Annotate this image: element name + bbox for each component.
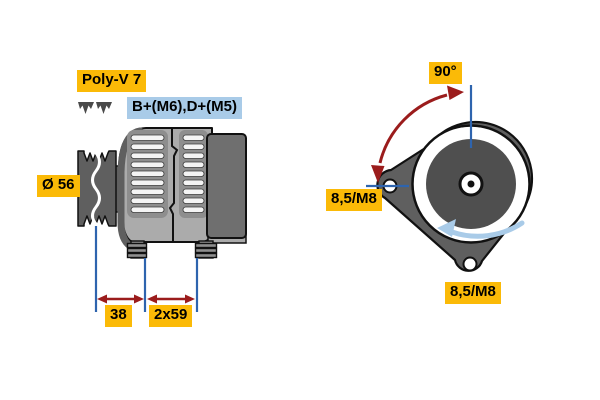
rotation-arrow-icon bbox=[437, 219, 525, 239]
side-view bbox=[77, 102, 247, 312]
belt-profile-icon bbox=[78, 102, 112, 114]
dim-arrow-38 bbox=[97, 294, 144, 304]
dim-arrow-2x59 bbox=[147, 294, 195, 304]
label-mount-hole-left: 8,5/M8 bbox=[326, 189, 382, 211]
vent-slots-front bbox=[130, 134, 165, 213]
mounting-foot-left bbox=[126, 240, 148, 259]
angle-arc-arrow-icon bbox=[371, 85, 464, 183]
label-terminals: B+(M6),D+(M5) bbox=[127, 97, 243, 119]
dimension-lines bbox=[94, 226, 199, 312]
housing-split-line bbox=[168, 129, 179, 241]
label-dim-38: 38 bbox=[105, 305, 132, 327]
rear-view bbox=[366, 85, 534, 272]
vent-slots-rear bbox=[182, 134, 205, 213]
rear-cover bbox=[206, 133, 247, 239]
label-pulley-diameter: Ø 56 bbox=[37, 175, 80, 197]
lug-hole-bottom bbox=[462, 256, 478, 272]
mounting-foot-right bbox=[194, 240, 218, 259]
label-swivel-angle: 90° bbox=[429, 62, 462, 84]
pulley-break-line bbox=[91, 151, 101, 226]
label-dim-2x59: 2x59 bbox=[149, 305, 193, 327]
label-belt-type: Poly-V 7 bbox=[77, 70, 147, 92]
label-mount-hole-bottom: 8,5/M8 bbox=[445, 282, 501, 304]
shaft-center-dot bbox=[467, 180, 475, 188]
